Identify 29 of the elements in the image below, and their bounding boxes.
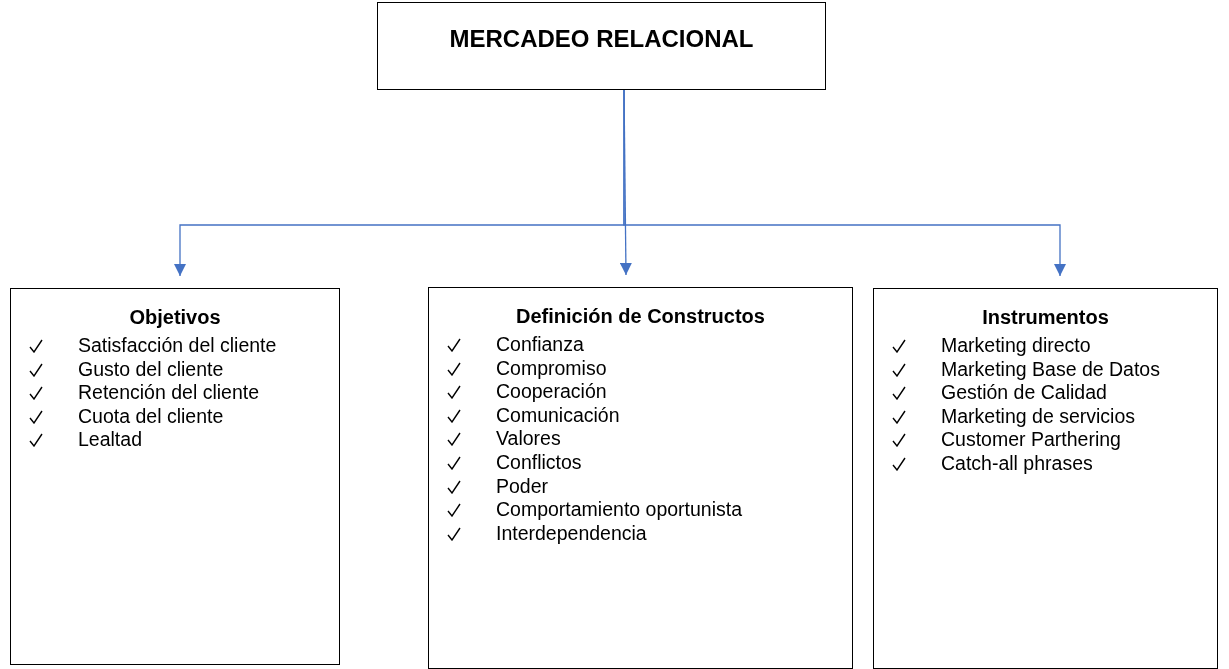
connector-arrow xyxy=(623,89,1066,277)
list-item: Catch-all phrases xyxy=(941,452,1093,475)
category-box xyxy=(428,287,853,669)
list-item: Interdependencia xyxy=(496,521,647,545)
category-heading: Instrumentos xyxy=(981,306,1110,329)
list-item: Cuota del cliente xyxy=(78,404,224,428)
list-item: Satisfacción del cliente xyxy=(78,334,277,357)
list-item: Conflictos xyxy=(496,451,582,474)
list-item: Comunicación xyxy=(496,403,620,427)
node-label: MERCADEO RELACIONAL xyxy=(448,25,755,53)
category-heading: Definición de Constructos xyxy=(515,305,766,328)
list-item: Cooperación xyxy=(496,380,607,404)
list-item: Marketing de servicios xyxy=(941,404,1135,428)
list-item: Marketing Base de Datos xyxy=(941,357,1160,381)
list-item: Poder xyxy=(496,474,549,498)
list-item: Gusto del cliente xyxy=(78,357,224,381)
list-item: Gestión de Calidad xyxy=(941,381,1107,405)
list-item: Compromiso xyxy=(496,356,607,380)
list-item: Customer Parthering xyxy=(941,428,1121,452)
list-item: Comportamiento oportunista xyxy=(496,498,743,522)
list-item: Lealtad xyxy=(78,428,142,452)
list-item: Marketing directo xyxy=(941,334,1091,357)
category-heading: Objetivos xyxy=(128,306,222,329)
title-box xyxy=(377,2,826,90)
category-box xyxy=(10,288,340,665)
category-box xyxy=(873,288,1218,669)
list-item: Confianza xyxy=(496,333,584,356)
list-item: Retención del cliente xyxy=(78,381,260,405)
list-item: Valores xyxy=(496,427,561,451)
